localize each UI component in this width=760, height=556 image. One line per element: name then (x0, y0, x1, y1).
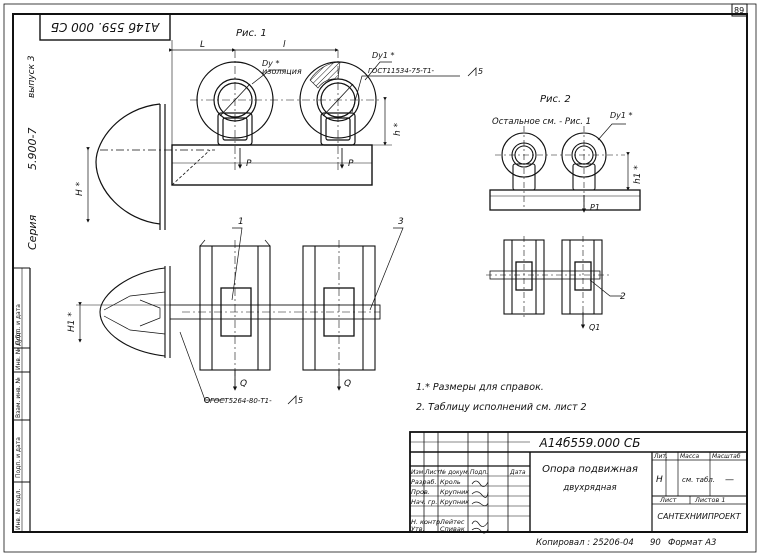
rotated-designation: А14б 559. 000 СБ (51, 20, 161, 34)
scale-label: Масштаб (712, 453, 741, 460)
mass-value: см. табл. (682, 476, 715, 484)
strip-label: Подп. и дата (15, 304, 22, 345)
organization: САНТЕХНИИПРОЕКТ (657, 512, 741, 521)
mass-label: Масса (680, 453, 699, 460)
plan-view-fig2 (486, 236, 622, 329)
dim-h-label: h * (393, 122, 403, 136)
callout-2: 2 (620, 292, 626, 302)
gost-bottom-label: ГОСТ5264-80-Т1- (210, 397, 272, 405)
weld-around-marker (204, 397, 210, 403)
figure-2-elevation (489, 123, 641, 213)
insulation-hatch (309, 61, 341, 89)
gost-weld-label: ГОСТ11534-75-Т1- (368, 67, 435, 75)
role-name: Лейтес (439, 518, 465, 526)
col-header: Лист (424, 469, 441, 476)
product-name-line1: Опора подвижная (542, 464, 638, 475)
callout-1: 1 (238, 217, 244, 227)
title-block (409, 431, 748, 533)
copied-by: Копировал : 25206-04 (536, 538, 634, 548)
load-P-label: P (348, 159, 354, 169)
page-number: 89 (734, 6, 744, 15)
figure-2-note: Остальное см. - Рис. 1 (492, 117, 591, 127)
load-P1-label: P1 (590, 203, 600, 212)
plan-view (76, 227, 404, 401)
du-label: Dу * (262, 59, 279, 68)
dim-l-label: l (283, 40, 286, 50)
weld-symbol (287, 395, 297, 405)
weld-symbol (467, 67, 477, 77)
col-header: Подп. (470, 469, 488, 476)
col-header: № докум. (439, 469, 470, 476)
role-name: Спивак (440, 525, 465, 533)
sheets-label: Листов 1 (694, 496, 725, 504)
series-label: Серия (26, 214, 39, 250)
dim-H1-label: H1 * (67, 312, 77, 332)
load-Q-label: Q (344, 379, 351, 389)
figure-2-labels: Рис. 2 Остальное см. - Рис. 1 Dу1 * h1 *… (492, 94, 643, 212)
figure-1-labels: Рис. 1 L l Dу * изоляция Dу1 * ГОСТ11534… (75, 28, 483, 196)
du1-label-fig2: Dу1 * (610, 111, 633, 120)
lit-value: Н (656, 475, 663, 485)
note-2: 2. Таблицу исполнений см. лист 2 (416, 402, 587, 413)
role-name: Крупник (440, 498, 469, 506)
scale-value: — (725, 475, 734, 485)
gost-weld-size: 5 (478, 67, 483, 76)
title-block-text: А14б559.000 СБ Опора подвижная двухрядна… (411, 436, 742, 534)
dim-h1-label: h1 * (633, 165, 643, 184)
figure-1-title: Рис. 1 (236, 28, 267, 39)
strip-label: Инв. № дубл. (15, 329, 22, 370)
left-strip-labels: Инв. № подл. Подп. и дата Взам. инв. № И… (15, 304, 22, 530)
role-label: Пров. (411, 488, 430, 496)
callout-3: 3 (398, 217, 404, 227)
product-name-line2: двухрядная (562, 483, 616, 493)
footer-code: 90 (650, 538, 661, 548)
insulation-label: изоляция (262, 67, 302, 76)
plan-view-fig2-labels: 2 Q1 (589, 292, 626, 332)
signatures (471, 480, 489, 534)
load-Q-label: Q (240, 379, 247, 389)
role-label: Н. контр. (411, 518, 442, 526)
role-label: Разраб. (411, 478, 437, 486)
designation: А14б559.000 СБ (539, 436, 641, 450)
footer: Копировал : 25206-04 90 Формат А3 (536, 538, 716, 548)
role-label: Нач. гр. (411, 498, 437, 506)
note-1: 1.* Размеры для справок. (416, 382, 544, 393)
strip-label: Подп. и дата (15, 437, 22, 478)
strip-label: Инв. № подл. (15, 489, 22, 530)
role-name: Кроль (440, 478, 461, 486)
dim-H-label: H * (75, 181, 85, 196)
format-label: Формат А3 (668, 538, 716, 548)
gost-bottom-size: 5 (298, 396, 303, 405)
role-label: Утв. (411, 525, 425, 533)
lit-label: Лит. (653, 453, 668, 460)
load-Q1-label: Q1 (589, 323, 600, 332)
dim-L-label: L (200, 40, 205, 50)
sheet-label: Лист (659, 496, 677, 504)
sheet-frame (3, 3, 757, 553)
col-header: Дата (509, 469, 526, 476)
du1-label: Dу1 * (372, 51, 395, 60)
figure-2-title: Рис. 2 (540, 94, 571, 105)
strip-label: Взам. инв. № (15, 377, 22, 418)
plan-view-labels: 1 3 ГОСТ5264-80-Т1- 5 Q Q H1 * (67, 217, 404, 405)
notes: 1.* Размеры для справок. 2. Таблицу испо… (416, 382, 587, 413)
role-name: Крупник (440, 488, 469, 496)
series-value: 5.900-7 (26, 128, 39, 170)
issue-label: выпуск 3 (27, 55, 37, 98)
load-P-label: P (246, 159, 252, 169)
col-header: Изм. (411, 469, 425, 476)
